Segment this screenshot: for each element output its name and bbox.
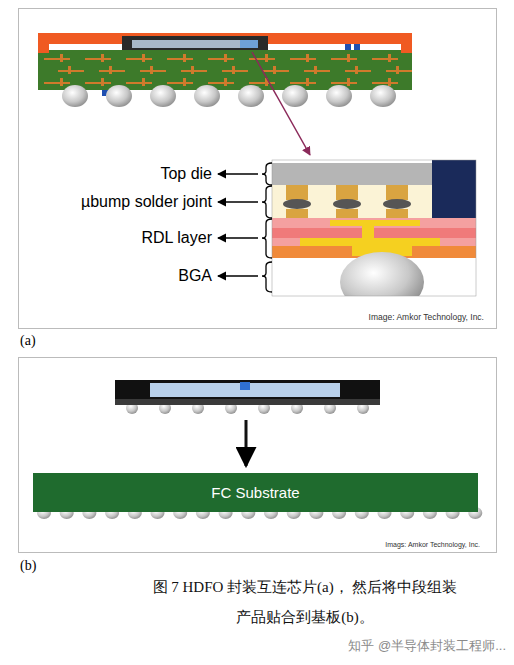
zoom-detail: [272, 160, 476, 296]
image-credit: Imags: Amkor Technology, Inc.: [385, 541, 480, 549]
box-label: FC Substrate: [211, 484, 299, 501]
image-credit: Image: Amkor Technology, Inc.: [369, 313, 484, 323]
bracket: [262, 163, 272, 292]
panel-letter: (b): [20, 558, 36, 574]
substrate-box: FC Substrate: [33, 473, 478, 512]
part-label: RDL layer: [141, 229, 212, 247]
figure-caption: 图 7 HDFO 封装互连芯片(a)， 然后将中段组装产品贴合到基板(b)。: [150, 572, 460, 632]
part-label: Top die: [160, 165, 212, 183]
zoom-leader: [252, 52, 310, 155]
part-label: BGA: [178, 267, 212, 285]
package-cross-section: [38, 33, 412, 107]
panel-letter: (a): [20, 333, 36, 349]
panel-frame: [19, 9, 497, 329]
part-label: µbump solder joint: [81, 193, 212, 211]
panel-frame: [19, 358, 497, 553]
label-arrow: [218, 174, 258, 276]
watermark: 知乎 @半导体封装工程师...: [348, 639, 506, 654]
hdfo-package: [115, 380, 380, 414]
assembly-arrow: [245, 420, 248, 466]
